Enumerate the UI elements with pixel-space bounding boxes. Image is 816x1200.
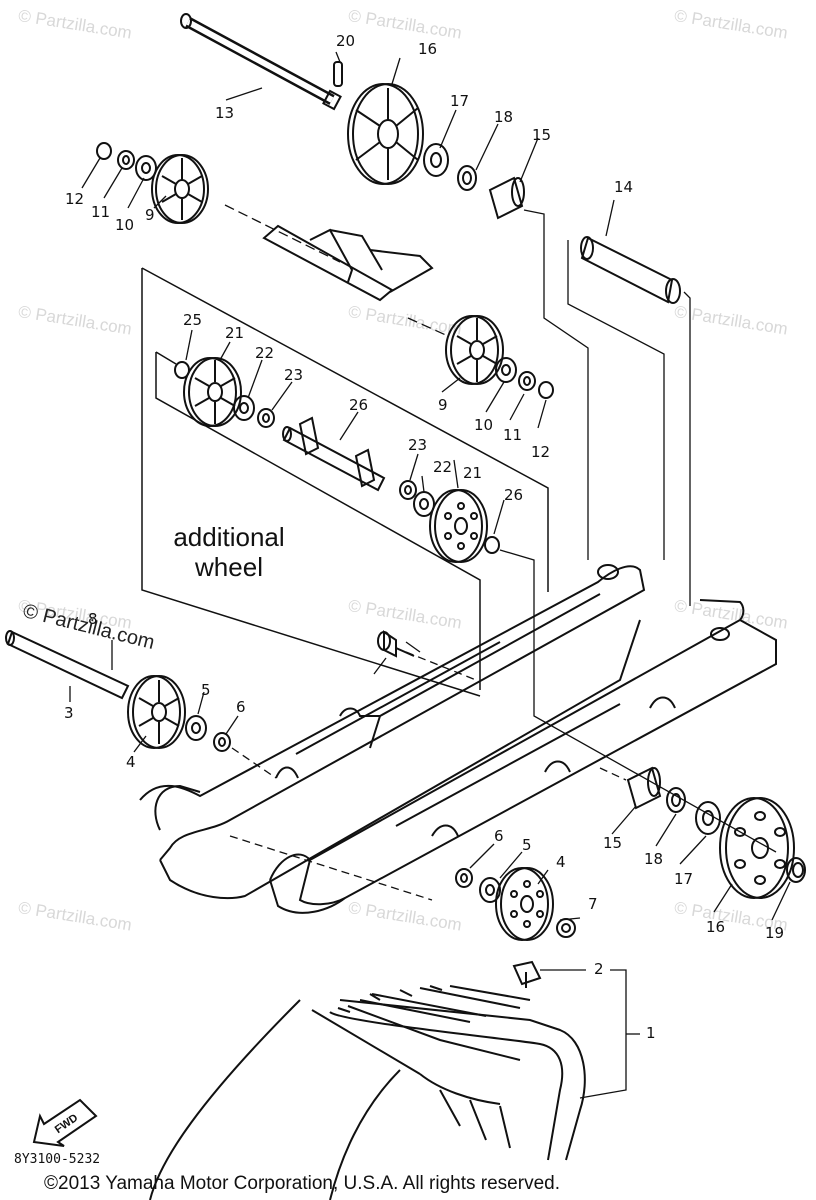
cap-part-19 [786,857,806,883]
bearing-part-17-top [423,143,449,177]
part-label-11: 11 [91,203,111,221]
part-label-10b: 10 [474,416,494,434]
bearing-part-10-left [135,155,157,181]
part-label-7: 7 [588,895,598,913]
spacer-part-18-rear [666,787,686,813]
part-label-17: 17 [450,92,470,110]
fwd-arrow-icon [32,1098,98,1147]
part-label-6b: 6 [494,827,504,845]
copyright-notice: ©2013 Yamaha Motor Corporation, U.S.A. A… [44,1173,560,1194]
wheel-part-16-top [347,83,424,185]
part-label-18b: 18 [644,850,664,868]
part-label-10: 10 [115,216,135,234]
nut-part-12-left [96,142,112,160]
washer-part-11-left [117,150,135,170]
part-label-22: 22 [255,344,275,362]
wheel-part-21-lower [429,489,488,563]
part-label-9b: 9 [438,396,448,414]
bearing-part-17-rear [695,801,721,835]
washer-part-6-lower [455,868,473,888]
part-label-8: 8 [88,610,98,628]
drawing-code: 8Y3100-5232 [14,1152,101,1167]
part-label-1: 1 [646,1024,656,1042]
part-label-21: 21 [225,324,245,342]
part-label-14: 14 [614,178,634,196]
slide-rail [139,564,777,914]
part-label-2: 2 [594,960,604,978]
part-label-15b: 15 [603,834,623,852]
part-label-24: 25 [183,311,203,329]
part-label-12b: 12 [531,443,551,461]
part-label-5: 5 [201,681,211,699]
part-label-16b: 16 [706,918,726,936]
part-label-13: 13 [215,104,235,122]
part-label-12: 12 [65,190,85,208]
track-part-1 [149,985,586,1200]
part-label-6: 6 [236,698,246,716]
part-label-16: 16 [418,40,438,58]
callout-line-2: wheel [195,551,263,582]
shaft-part-3 [5,630,130,700]
part-label-9: 9 [145,206,155,224]
pin-part-20 [333,61,343,87]
wheel-part-16-rear [719,797,795,899]
shaft-part-14 [580,236,681,304]
part-label-20: 20 [336,32,356,50]
wheel-part-4-lower [495,867,554,941]
collar-part-15-rear [626,766,662,810]
callout-line-1: additional [173,522,285,552]
nut-part-24-lower [484,536,500,554]
clip-part-2 [512,960,542,988]
part-label-23: 23 [284,366,304,384]
part-label-23b: 23 [408,436,428,454]
bearing-part-5-lower [479,877,501,903]
wheel-part-4-left [127,675,186,749]
nut-part-7 [556,918,576,938]
part-label-5b: 5 [522,836,532,854]
axle-part-25 [282,416,386,492]
part-label-21b: 21 [463,464,483,482]
spacer-part-23-upper [257,408,275,428]
spacer-part-18-top [457,165,477,191]
cross-member [262,224,434,302]
collar-part-15-top [488,176,525,220]
additional-wheel-frame [141,267,549,697]
additional-wheel-callout: additional wheel [156,522,302,583]
part-label-4: 4 [126,753,136,771]
nut-part-12-right [538,381,554,399]
washer-part-6-left [213,732,231,752]
spacer-part-23-lower [399,480,417,500]
part-label-22b: 22 [433,458,453,476]
part-label-3: 3 [64,704,74,722]
wheel-part-9-right [445,315,504,385]
shaft-part-13 [180,13,342,111]
wheel-part-21-upper [183,357,242,427]
part-label-4b: 4 [556,853,566,871]
leader-lines [69,51,791,1099]
bearing-part-10-right [495,357,517,383]
bearing-part-22-upper [233,395,255,421]
part-label-11b: 11 [503,426,523,444]
bearing-part-5-left [185,715,207,741]
washer-part-11-right [518,371,536,391]
part-label-19: 19 [765,924,785,942]
part-label-18: 18 [494,108,514,126]
part-label-25: 26 [349,396,369,414]
part-label-24b: 26 [504,486,524,504]
part-label-17b: 17 [674,870,694,888]
wheel-part-9-left [151,154,209,224]
part-label-15: 15 [532,126,552,144]
